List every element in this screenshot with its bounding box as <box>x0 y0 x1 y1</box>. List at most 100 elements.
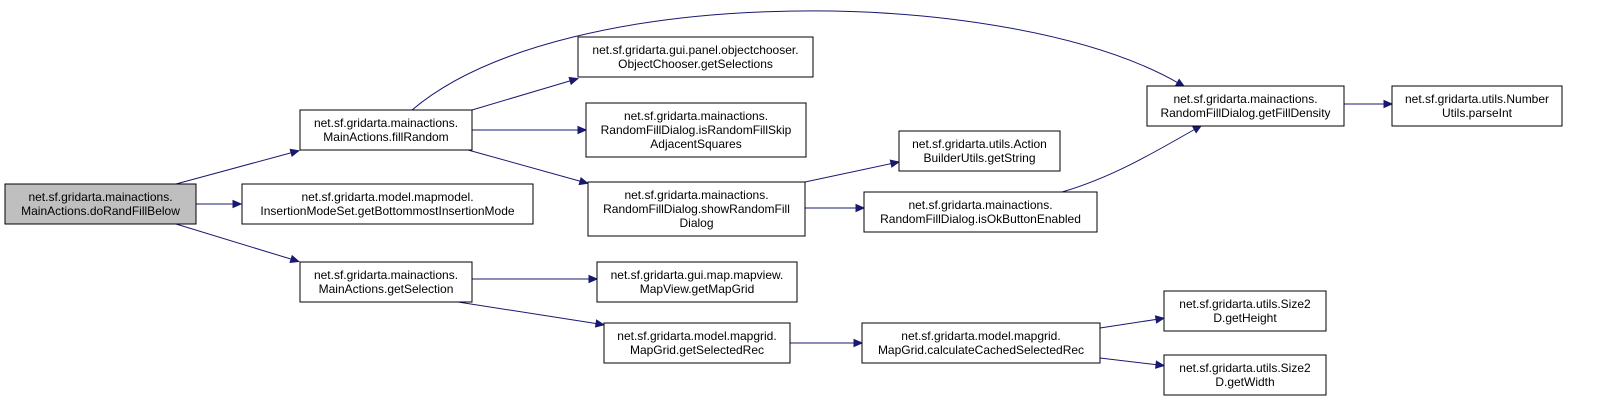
arrowhead <box>1154 315 1166 324</box>
node-label-line: D.getWidth <box>1215 375 1274 389</box>
edge-show-random-fill-dialog-to-is-ok-button-enabled <box>805 203 866 213</box>
arrowhead <box>1155 360 1166 369</box>
node-box <box>603 322 791 364</box>
node-label-line: net.sf.gridarta.utils.Size2 <box>1179 297 1311 311</box>
node-label-line: RandomFillDialog.isOkButtonEnabled <box>880 212 1081 226</box>
arrowhead <box>577 125 588 135</box>
node-box <box>585 102 807 158</box>
arrowhead <box>1191 124 1203 134</box>
node-label-line: net.sf.gridarta.mainactions. <box>314 268 458 282</box>
node-box <box>241 183 534 225</box>
node-label-line: net.sf.gridarta.model.mapgrid. <box>617 329 776 343</box>
edge-line <box>1099 318 1160 329</box>
arrowhead <box>889 159 901 168</box>
arrowhead <box>289 254 300 264</box>
node-label-line: net.sf.gridarta.mainactions. <box>28 190 172 204</box>
node-box <box>596 261 798 303</box>
node-label-line: net.sf.gridarta.mainactions. <box>1173 92 1317 106</box>
edge-line <box>471 79 574 111</box>
arrowhead <box>568 76 579 86</box>
node-box <box>299 109 473 151</box>
node-box <box>4 183 197 225</box>
edge-get-selection-to-get-map-grid <box>472 274 599 284</box>
edge-calculate-cached-selected-rec-to-get-width <box>1099 357 1166 369</box>
node-label-line: MapGrid.getSelectedRec <box>630 343 764 357</box>
node-calculate-cached-selected-rec[interactable]: net.sf.gridarta.model.mapgrid.MapGrid.ca… <box>861 322 1101 364</box>
node-label-line: RandomFillDialog.getFillDensity <box>1160 106 1330 120</box>
edge-line <box>175 151 295 185</box>
node-label-line: InsertionModeSet.getBottommostInsertionM… <box>260 204 514 218</box>
node-label-line: MapView.getMapGrid <box>640 282 755 296</box>
node-label-line: RandomFillDialog.showRandomFill <box>603 202 790 216</box>
node-label-line: ObjectChooser.getSelections <box>618 57 773 71</box>
node-is-ok-button-enabled[interactable]: net.sf.gridarta.mainactions.RandomFillDi… <box>863 191 1098 233</box>
arrowhead <box>853 338 864 348</box>
node-label-line: MainActions.doRandFillBelow <box>21 204 180 218</box>
edge-get-selection-to-get-selected-rec <box>457 301 606 328</box>
node-do-rand-fill-below[interactable]: net.sf.gridarta.mainactions.MainActions.… <box>4 183 197 225</box>
node-get-fill-density[interactable]: net.sf.gridarta.mainactions.RandomFillDi… <box>1146 85 1345 127</box>
arrowhead <box>855 203 866 213</box>
nodes: net.sf.gridarta.mainactions.MainActions.… <box>4 36 1563 396</box>
edge-fill-random-to-get-selections <box>471 76 579 111</box>
node-label-line: net.sf.gridarta.mainactions. <box>908 198 1052 212</box>
node-label-line: MainActions.getSelection <box>319 282 454 296</box>
node-label-line: net.sf.gridarta.utils.Size2 <box>1179 361 1311 375</box>
arrowhead <box>1174 78 1186 88</box>
node-label-line: MainActions.fillRandom <box>323 130 448 144</box>
edge-get-fill-density-to-parse-int <box>1344 99 1394 109</box>
node-get-selections[interactable]: net.sf.gridarta.gui.panel.objectchooser.… <box>577 36 814 78</box>
node-label-line: BuilderUtils.getString <box>923 151 1035 165</box>
node-label-line: Utils.parseInt <box>1442 106 1513 120</box>
arrowhead <box>232 199 243 209</box>
edge-do-rand-fill-below-to-fill-random <box>175 148 301 185</box>
node-label-line: MapGrid.calculateCachedSelectedRec <box>878 343 1084 357</box>
node-label-line: net.sf.gridarta.model.mapgrid. <box>901 329 1060 343</box>
node-box <box>861 322 1101 364</box>
node-get-map-grid[interactable]: net.sf.gridarta.gui.map.mapview.MapView.… <box>596 261 798 303</box>
edge-is-ok-button-enabled-to-get-fill-density <box>1061 124 1203 193</box>
edge-fill-random-to-show-random-fill-dialog <box>467 149 590 186</box>
node-get-string[interactable]: net.sf.gridarta.utils.ActionBuilderUtils… <box>898 130 1061 172</box>
edge-line <box>1099 357 1160 366</box>
node-label-line: Dialog <box>679 216 713 230</box>
node-box <box>299 261 473 303</box>
edges <box>175 10 1394 369</box>
node-is-random-fill-skip[interactable]: net.sf.gridarta.mainactions.RandomFillDi… <box>585 102 807 158</box>
node-label-line: net.sf.gridarta.utils.Number <box>1405 92 1549 106</box>
edge-do-rand-fill-below-to-get-selection <box>175 223 300 264</box>
node-box <box>577 36 814 78</box>
node-box <box>1391 85 1563 127</box>
node-get-bottommost-insertion-mode[interactable]: net.sf.gridarta.model.mapmodel.Insertion… <box>241 183 534 225</box>
node-label-line: net.sf.gridarta.mainactions. <box>624 188 768 202</box>
arrowhead <box>588 274 599 284</box>
node-label-line: net.sf.gridarta.model.mapmodel. <box>301 190 473 204</box>
node-get-selected-rec[interactable]: net.sf.gridarta.model.mapgrid.MapGrid.ge… <box>603 322 791 364</box>
arrowhead <box>289 148 301 158</box>
edge-line <box>804 162 895 183</box>
node-box <box>863 191 1098 233</box>
node-fill-random[interactable]: net.sf.gridarta.mainactions.MainActions.… <box>299 109 473 151</box>
node-label-line: net.sf.gridarta.gui.panel.objectchooser. <box>592 43 798 57</box>
edge-fill-random-to-is-random-fill-skip <box>472 125 588 135</box>
node-box <box>1163 290 1327 332</box>
edge-line <box>175 223 295 261</box>
node-parse-int[interactable]: net.sf.gridarta.utils.NumberUtils.parseI… <box>1391 85 1563 127</box>
node-label-line: net.sf.gridarta.mainactions. <box>314 116 458 130</box>
node-label-line: net.sf.gridarta.gui.map.mapview. <box>611 268 784 282</box>
arrowhead <box>578 176 590 186</box>
node-box <box>587 181 806 237</box>
edge-show-random-fill-dialog-to-get-string <box>804 159 901 183</box>
node-get-selection[interactable]: net.sf.gridarta.mainactions.MainActions.… <box>299 261 473 303</box>
arrowhead <box>1383 99 1394 109</box>
edge-line <box>411 10 1181 111</box>
edge-line <box>467 149 584 183</box>
edge-do-rand-fill-below-to-get-bottommost-insertion-mode <box>196 199 243 209</box>
node-box <box>1146 85 1345 127</box>
node-label-line: D.getHeight <box>1213 311 1277 325</box>
node-label-line: net.sf.gridarta.utils.Action <box>912 137 1047 151</box>
node-show-random-fill-dialog[interactable]: net.sf.gridarta.mainactions.RandomFillDi… <box>587 181 806 237</box>
